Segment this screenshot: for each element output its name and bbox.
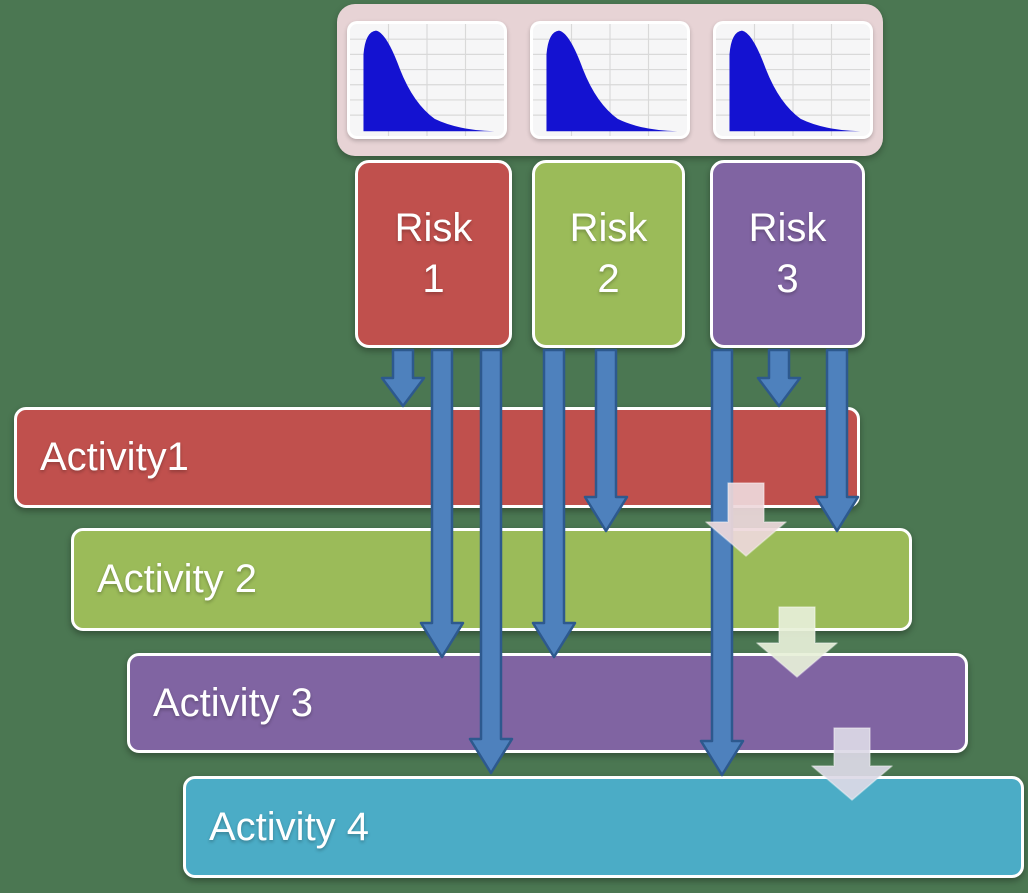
activity-3-bar: Activity 3 — [127, 653, 968, 753]
activity-2-label: Activity 2 — [97, 557, 258, 601]
activity-4-label: Activity 4 — [209, 804, 370, 849]
risk-3-box: Risk 3 — [710, 160, 865, 348]
density-curve-icon — [533, 24, 687, 136]
risk-1-box: Risk 1 — [355, 160, 512, 348]
risk-2-box: Risk 2 — [532, 160, 685, 348]
activity-4-bar: Activity 4 — [183, 776, 1024, 878]
density-curve-icon — [350, 24, 504, 136]
distributions-panel — [337, 4, 883, 156]
activity-3-label: Activity 3 — [153, 680, 314, 725]
risk-1-label-line2: 1 — [422, 257, 445, 301]
distribution-chart-3 — [713, 21, 873, 139]
risk-2-label-line2: 2 — [597, 257, 620, 301]
distribution-chart-1 — [347, 21, 507, 139]
risk-3-label-line1: Risk — [748, 205, 827, 250]
activity-1-label: Activity1 — [40, 435, 189, 479]
arrow-risk-3-to-activity-1 — [756, 348, 802, 408]
risk-1-label-line1: Risk — [394, 205, 473, 250]
activity-1-bar: Activity1 — [14, 407, 860, 508]
risk-3-label-line2: 3 — [776, 257, 799, 301]
density-curve-icon — [716, 24, 870, 136]
distribution-chart-2 — [530, 21, 690, 139]
risk-2-label-line1: Risk — [569, 205, 648, 250]
arrow-risk-1-to-activity-1 — [380, 348, 426, 408]
activity-2-bar: Activity 2 — [71, 528, 912, 631]
